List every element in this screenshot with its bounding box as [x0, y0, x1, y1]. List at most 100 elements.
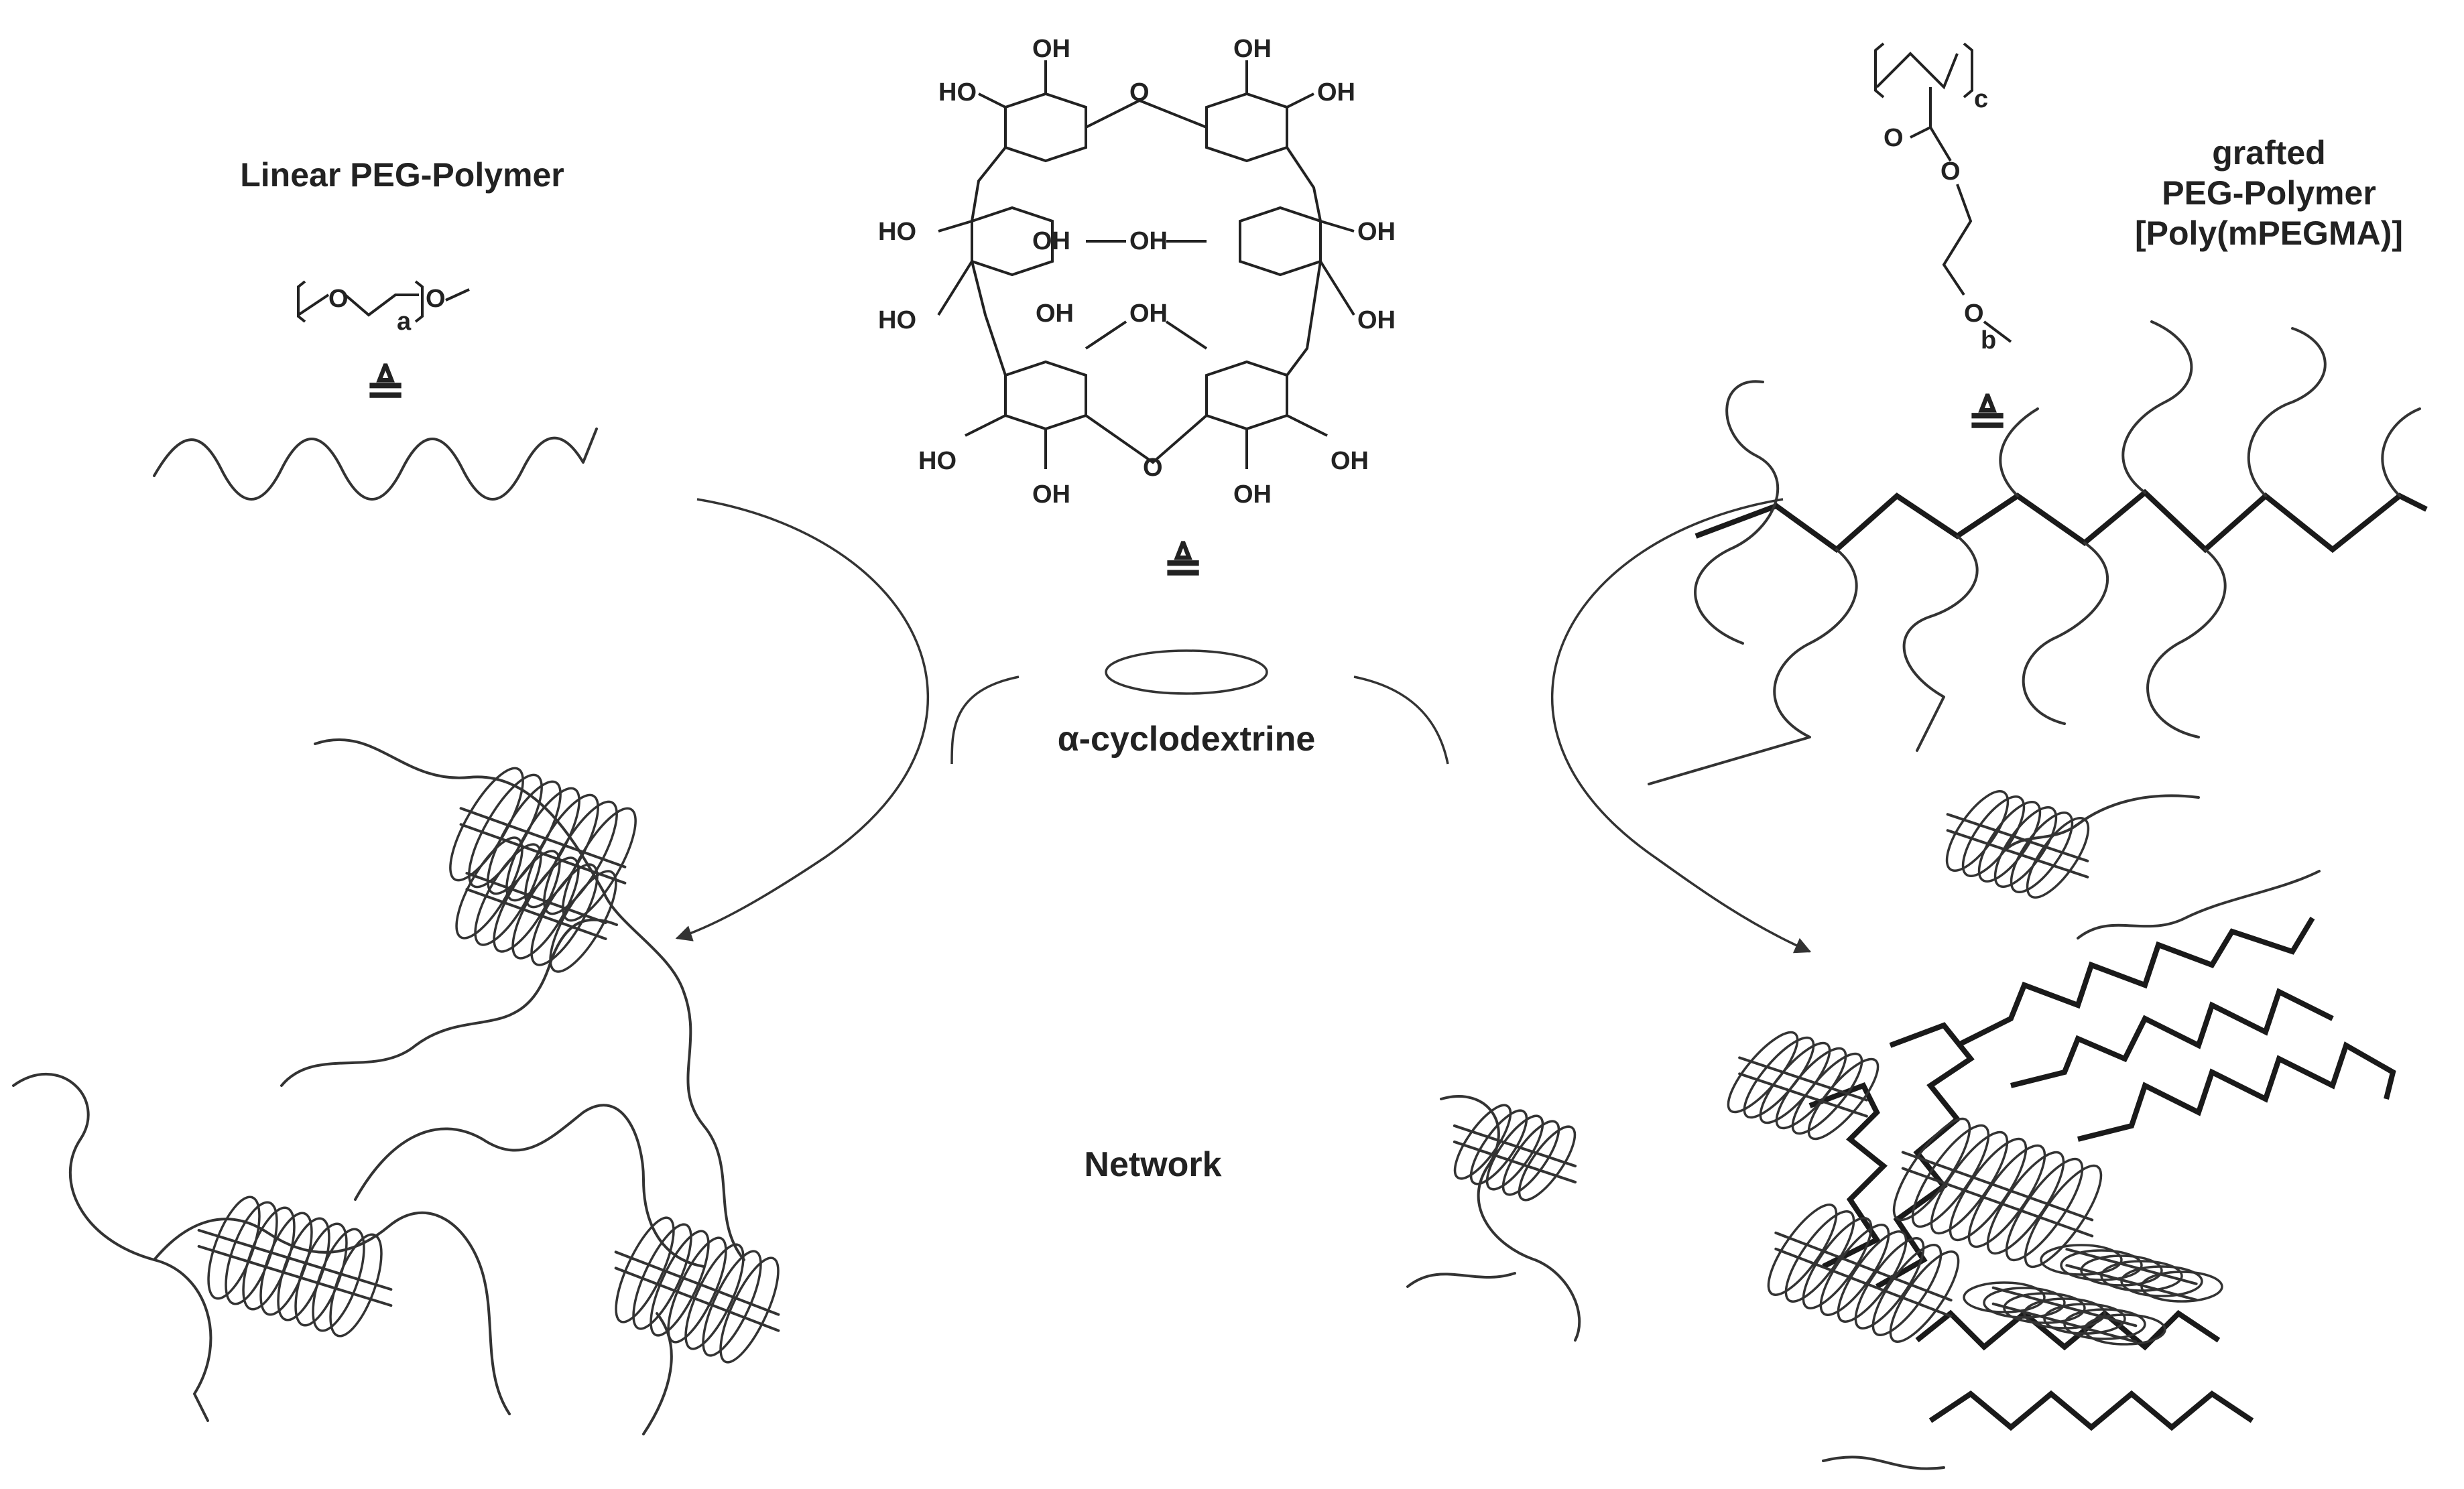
svg-text:OH: OH — [1331, 447, 1369, 475]
cd-ring — [474, 843, 542, 946]
cd-cluster — [449, 767, 637, 922]
cd-ring — [543, 800, 618, 915]
svg-text:c: c — [1974, 85, 1988, 113]
cd-ring — [1837, 1230, 1908, 1323]
cd-ring — [1453, 1104, 1512, 1180]
threaded-chain — [465, 872, 607, 940]
cd-ring — [1871, 1244, 1943, 1336]
cd-cluster — [1453, 1104, 1577, 1202]
cd-cluster — [1892, 1117, 2103, 1269]
svg-text:O: O — [328, 285, 349, 313]
cd-ring — [1501, 1120, 1560, 1196]
cd-ring — [1945, 790, 2010, 872]
cd-ring — [1485, 1114, 1544, 1191]
mpegma-formula: c O O O b — [1874, 42, 2012, 354]
svg-text:OH: OH — [1032, 227, 1070, 255]
svg-text:HO: HO — [878, 218, 916, 246]
network-label: Network — [1084, 1145, 1221, 1184]
svg-text:HO: HO — [918, 447, 957, 475]
cd-ring — [1963, 1281, 2046, 1313]
equiv-symbol-linear: ≜ — [365, 363, 406, 416]
cd-ring — [1518, 1125, 1577, 1202]
svg-text:OH: OH — [1317, 78, 1355, 107]
equiv-symbol-grafted: ≜ — [1967, 393, 2008, 446]
cyclodextrin-label: α-cyclodextrine — [1058, 720, 1316, 759]
cd-ring — [632, 1223, 692, 1330]
threaded-chain — [197, 1228, 393, 1307]
svg-text:O: O — [1129, 78, 1150, 107]
grafted-title-2: PEG-Polymer — [2162, 174, 2376, 212]
svg-text:O: O — [426, 285, 446, 313]
svg-text:OH: OH — [1357, 306, 1396, 334]
cd-to-left-feed — [950, 675, 1020, 765]
cd-ring — [684, 1243, 745, 1350]
cd-ring — [1977, 801, 2042, 883]
threaded-chain — [1453, 1124, 1577, 1184]
grafted-title-1: grafted — [2212, 134, 2325, 172]
cd-ring — [1961, 795, 2026, 877]
svg-text:O: O — [1143, 454, 1163, 482]
cd-ring — [1784, 1210, 1855, 1303]
cd-ring — [2005, 1157, 2084, 1262]
threaded-chain — [1991, 1286, 2138, 1344]
threaded-chain — [1946, 813, 2089, 879]
cd-ring — [1469, 1109, 1528, 1185]
svg-text:OH: OH — [1032, 35, 1070, 63]
cd-ring — [530, 863, 599, 966]
svg-text:b: b — [1981, 326, 1996, 354]
cd-cluster — [614, 1216, 780, 1364]
cd-ring — [549, 870, 617, 973]
cd-to-right-feed — [1353, 675, 1449, 765]
linear-peg-title: Linear PEG-Polymer — [240, 156, 564, 194]
svg-text:O: O — [1884, 124, 1904, 152]
svg-text:O: O — [1941, 157, 1961, 186]
cd-ring — [1889, 1250, 1960, 1343]
svg-text:OH: OH — [1036, 300, 1074, 328]
svg-text:HO: HO — [878, 306, 916, 334]
cd-ring — [615, 1216, 675, 1323]
threaded-chain — [2065, 1248, 2198, 1301]
cd-ring — [719, 1256, 780, 1364]
arrow-right — [1550, 498, 1812, 954]
grafted-polymer-graphic — [1648, 320, 2428, 785]
svg-text:OH: OH — [1032, 480, 1070, 509]
cd-ring — [702, 1250, 762, 1357]
cd-ring — [1854, 1237, 1925, 1330]
threaded-chain — [1901, 1151, 2094, 1238]
cd-ring — [493, 850, 561, 953]
cyclodextrin-ring — [1105, 649, 1268, 695]
cd-ring — [455, 836, 523, 940]
cd-ring — [1983, 1287, 2066, 1319]
threaded-chain — [1738, 1056, 1868, 1118]
cd-ring — [1767, 1204, 1838, 1296]
cd-ring — [511, 856, 580, 960]
grafted-title-3: [Poly(mPEGMA)] — [2135, 214, 2403, 252]
cyclodextrin-clusters — [197, 767, 2223, 1364]
linear-network — [12, 738, 745, 1435]
cd-ring — [2040, 1244, 2123, 1276]
peg-formula: O a O — [297, 280, 470, 336]
cd-ring — [312, 1228, 365, 1332]
svg-text:OH: OH — [1129, 227, 1168, 255]
cd-ring — [562, 807, 637, 922]
cyclodextrin-structure: O O OH OH HO OH HO HO OH OH OH OH OH OH … — [878, 35, 1396, 509]
svg-text:a: a — [397, 308, 412, 336]
cd-cluster — [2040, 1244, 2223, 1303]
svg-text:HO: HO — [938, 78, 977, 107]
svg-text:OH: OH — [1233, 35, 1272, 63]
cd-cluster — [197, 1195, 393, 1338]
svg-text:O: O — [1964, 300, 1984, 328]
cd-ring — [667, 1236, 727, 1344]
cd-cluster — [1727, 1031, 1880, 1141]
cd-cluster — [455, 836, 617, 973]
cd-cluster — [1945, 790, 2090, 899]
threaded-chain — [1774, 1231, 1953, 1318]
cd-cluster — [1767, 1204, 1960, 1343]
cd-ring — [650, 1230, 710, 1337]
cd-ring — [1802, 1217, 1873, 1309]
svg-text:OH: OH — [1357, 218, 1396, 246]
cd-ring — [329, 1233, 383, 1338]
svg-text:OH: OH — [1129, 300, 1168, 328]
threaded-chain — [614, 1250, 780, 1332]
